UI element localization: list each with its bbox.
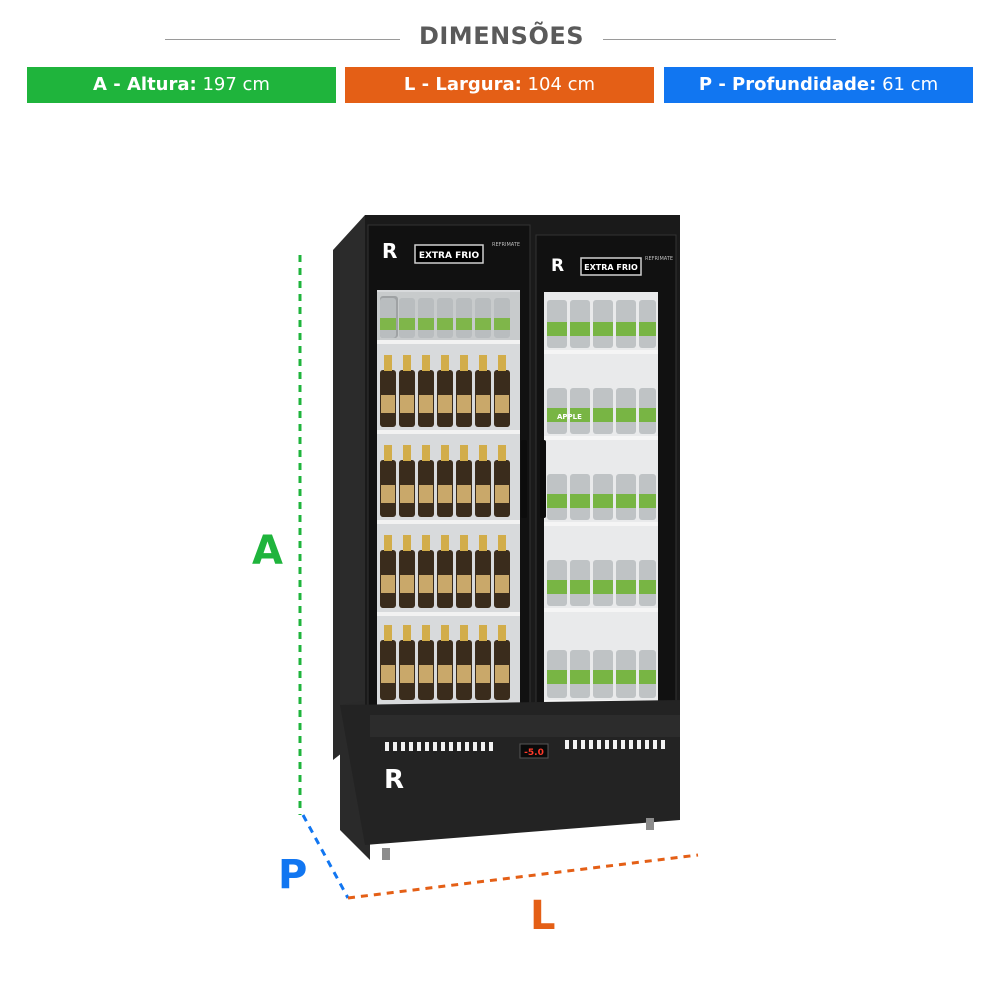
left-bottle-rows (380, 298, 510, 700)
depth-value: 61 cm (882, 74, 939, 95)
right-door-handle[interactable] (540, 440, 546, 518)
left-door-logo: R (382, 239, 397, 263)
right-door-sign: EXTRA FRIO (584, 263, 638, 272)
right-can-rows: APPLE (547, 300, 656, 698)
base-logo: R (384, 765, 404, 795)
left-door-sign: EXTRA FRIO (419, 251, 480, 261)
foot-front-right (646, 818, 654, 830)
depth-badge: P - Profundidade: 61 cm (664, 67, 973, 103)
depth-letter: P (278, 852, 308, 898)
depth-dimension-line (301, 814, 350, 899)
foot-front-left (382, 848, 390, 860)
height-label: A - Altura: (93, 74, 197, 95)
ventilation-grille (385, 740, 665, 751)
left-door-sign-frame (414, 244, 484, 264)
height-letter: A (252, 528, 283, 574)
thermostat[interactable] (519, 743, 549, 759)
right-door-brand-small: REFRIMATE (645, 256, 673, 262)
height-value: 197 cm (202, 74, 270, 95)
dimensions-header: DIMENSÕES (0, 22, 1000, 58)
height-badge: A - Altura: 197 cm (27, 67, 336, 103)
depth-label: P - Profundidade: (698, 74, 877, 95)
left-door-brand-small: REFRIMATE (492, 242, 520, 248)
right-door-sign-frame (580, 257, 642, 276)
right-door-logo: R (551, 256, 564, 276)
base-top-strip (370, 715, 680, 737)
cabinet-side-upper (333, 215, 365, 760)
page-title: DIMENSÕES (418, 22, 585, 50)
width-dimension-line (347, 853, 699, 900)
title-divider-right (603, 39, 836, 40)
width-letter: L (530, 893, 556, 939)
can-label-sample: APPLE (557, 413, 582, 421)
width-value: 104 cm (527, 74, 596, 95)
title-divider-left (165, 39, 400, 40)
left-door-handle[interactable] (521, 440, 527, 518)
thermostat-display: -5.0 (524, 748, 544, 758)
width-label: L - Largura: (403, 74, 522, 95)
width-badge: L - Largura: 104 cm (345, 67, 654, 103)
